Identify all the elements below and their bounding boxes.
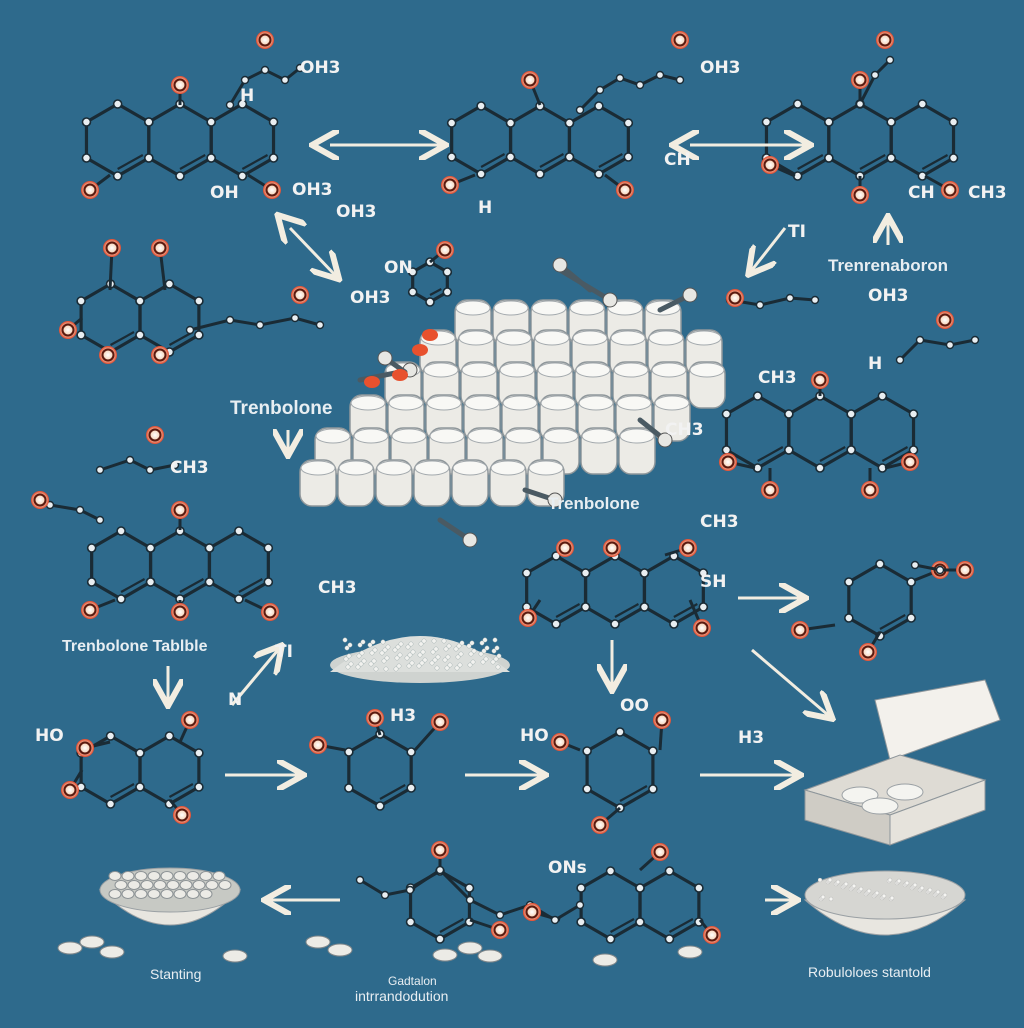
label-oh3-d: OH3 [700,58,741,78]
side-chain-mid-left [185,286,325,335]
arrow-diag-box [751,648,828,715]
label-ho-b: HO [520,726,549,746]
molecule-bottom-1 [61,711,204,824]
side-chain-left-ester [95,426,180,475]
label-ti-a: TI [788,222,806,242]
side-chain-top-right [855,31,895,109]
bowl-left [98,867,242,926]
label-oh3-a: OH3 [300,58,341,78]
label-ho-a: HO [35,726,64,746]
molecule-top-left [81,76,281,199]
molecule-left-tablet [81,501,279,621]
molecule-top-center [441,71,634,199]
molecule-mid-left [59,239,204,364]
label-h-b: H [478,198,493,218]
tablet-box [803,679,1001,846]
side-chain-top-center [575,31,689,115]
caption-bottom-center-2: intrrandodution [355,988,449,1004]
label-oh: OH [210,183,239,203]
label-oo: OO [620,696,649,716]
label-on: ON [384,258,413,278]
powder-pile [330,636,510,683]
side-chain-left-tablet [31,491,105,525]
bowl-right [803,870,967,936]
side-chain-top-left [225,31,305,110]
molecule-hex-center-top [407,241,454,307]
molecule-bottom-3 [551,711,671,834]
label-oh3-c: OH3 [336,202,377,222]
arrow-layer [168,145,888,900]
caption-bottom-right: Robuloloes stantold [808,964,931,980]
arrow-ti-up [230,650,278,706]
label-h-a: H [240,86,255,106]
label-och-a: OH3 [868,286,909,306]
side-chain-bottom [355,865,585,925]
label-h3-a: H3 [390,706,417,726]
label-ch3-f: CH3 [318,578,357,598]
arrow-right-down [752,227,787,270]
tablet-block [299,257,726,548]
label-ch3-d: CH3 [700,512,739,532]
label-ch3-c: CH3 [665,420,704,440]
label-oh3-b: OH3 [292,180,333,200]
molecule-bottom-2 [309,709,449,811]
caption-bottom-left: Stanting [150,966,202,982]
label-ch3-b: CH3 [758,368,797,388]
label-ch3-a: CH3 [968,183,1007,203]
label-n: N [228,690,243,710]
molecule-mid-right [719,371,919,499]
label-oh3-e: OH3 [350,288,391,308]
label-ch-a: CH [664,150,691,170]
caption-trenbolone-center: Trenbolone [548,494,640,513]
label-ons: ONs [548,858,587,878]
molecule-far-right [791,559,949,661]
molecule-bottom-4 [405,841,509,944]
label-ti-b: TI [275,642,293,662]
label-h-c: H [868,354,883,374]
side-chain-right-ester [895,311,980,365]
side-chain-mid-right-ester [725,289,820,310]
label-sh: SH [700,572,727,592]
label-h3-b: H3 [738,728,765,748]
caption-bottom-center-1: Gadtalon [388,974,437,988]
side-chain-far-right [910,560,974,579]
label-ch3-e: CH3 [170,458,209,478]
label-ch-b: CH [908,183,935,203]
molecule-center-right [519,539,711,637]
molecule-top-right [761,71,959,204]
caption-trenbolone-tablet: Trenbolone Tablble [62,638,208,655]
caption-trenbolone-right: Trenrenaboron [828,256,948,275]
molecule-layer [31,31,980,944]
arrow-diag-left [290,228,335,275]
loose-tablets [57,935,703,967]
caption-trenbolone-left: Trenbolone [230,398,333,419]
